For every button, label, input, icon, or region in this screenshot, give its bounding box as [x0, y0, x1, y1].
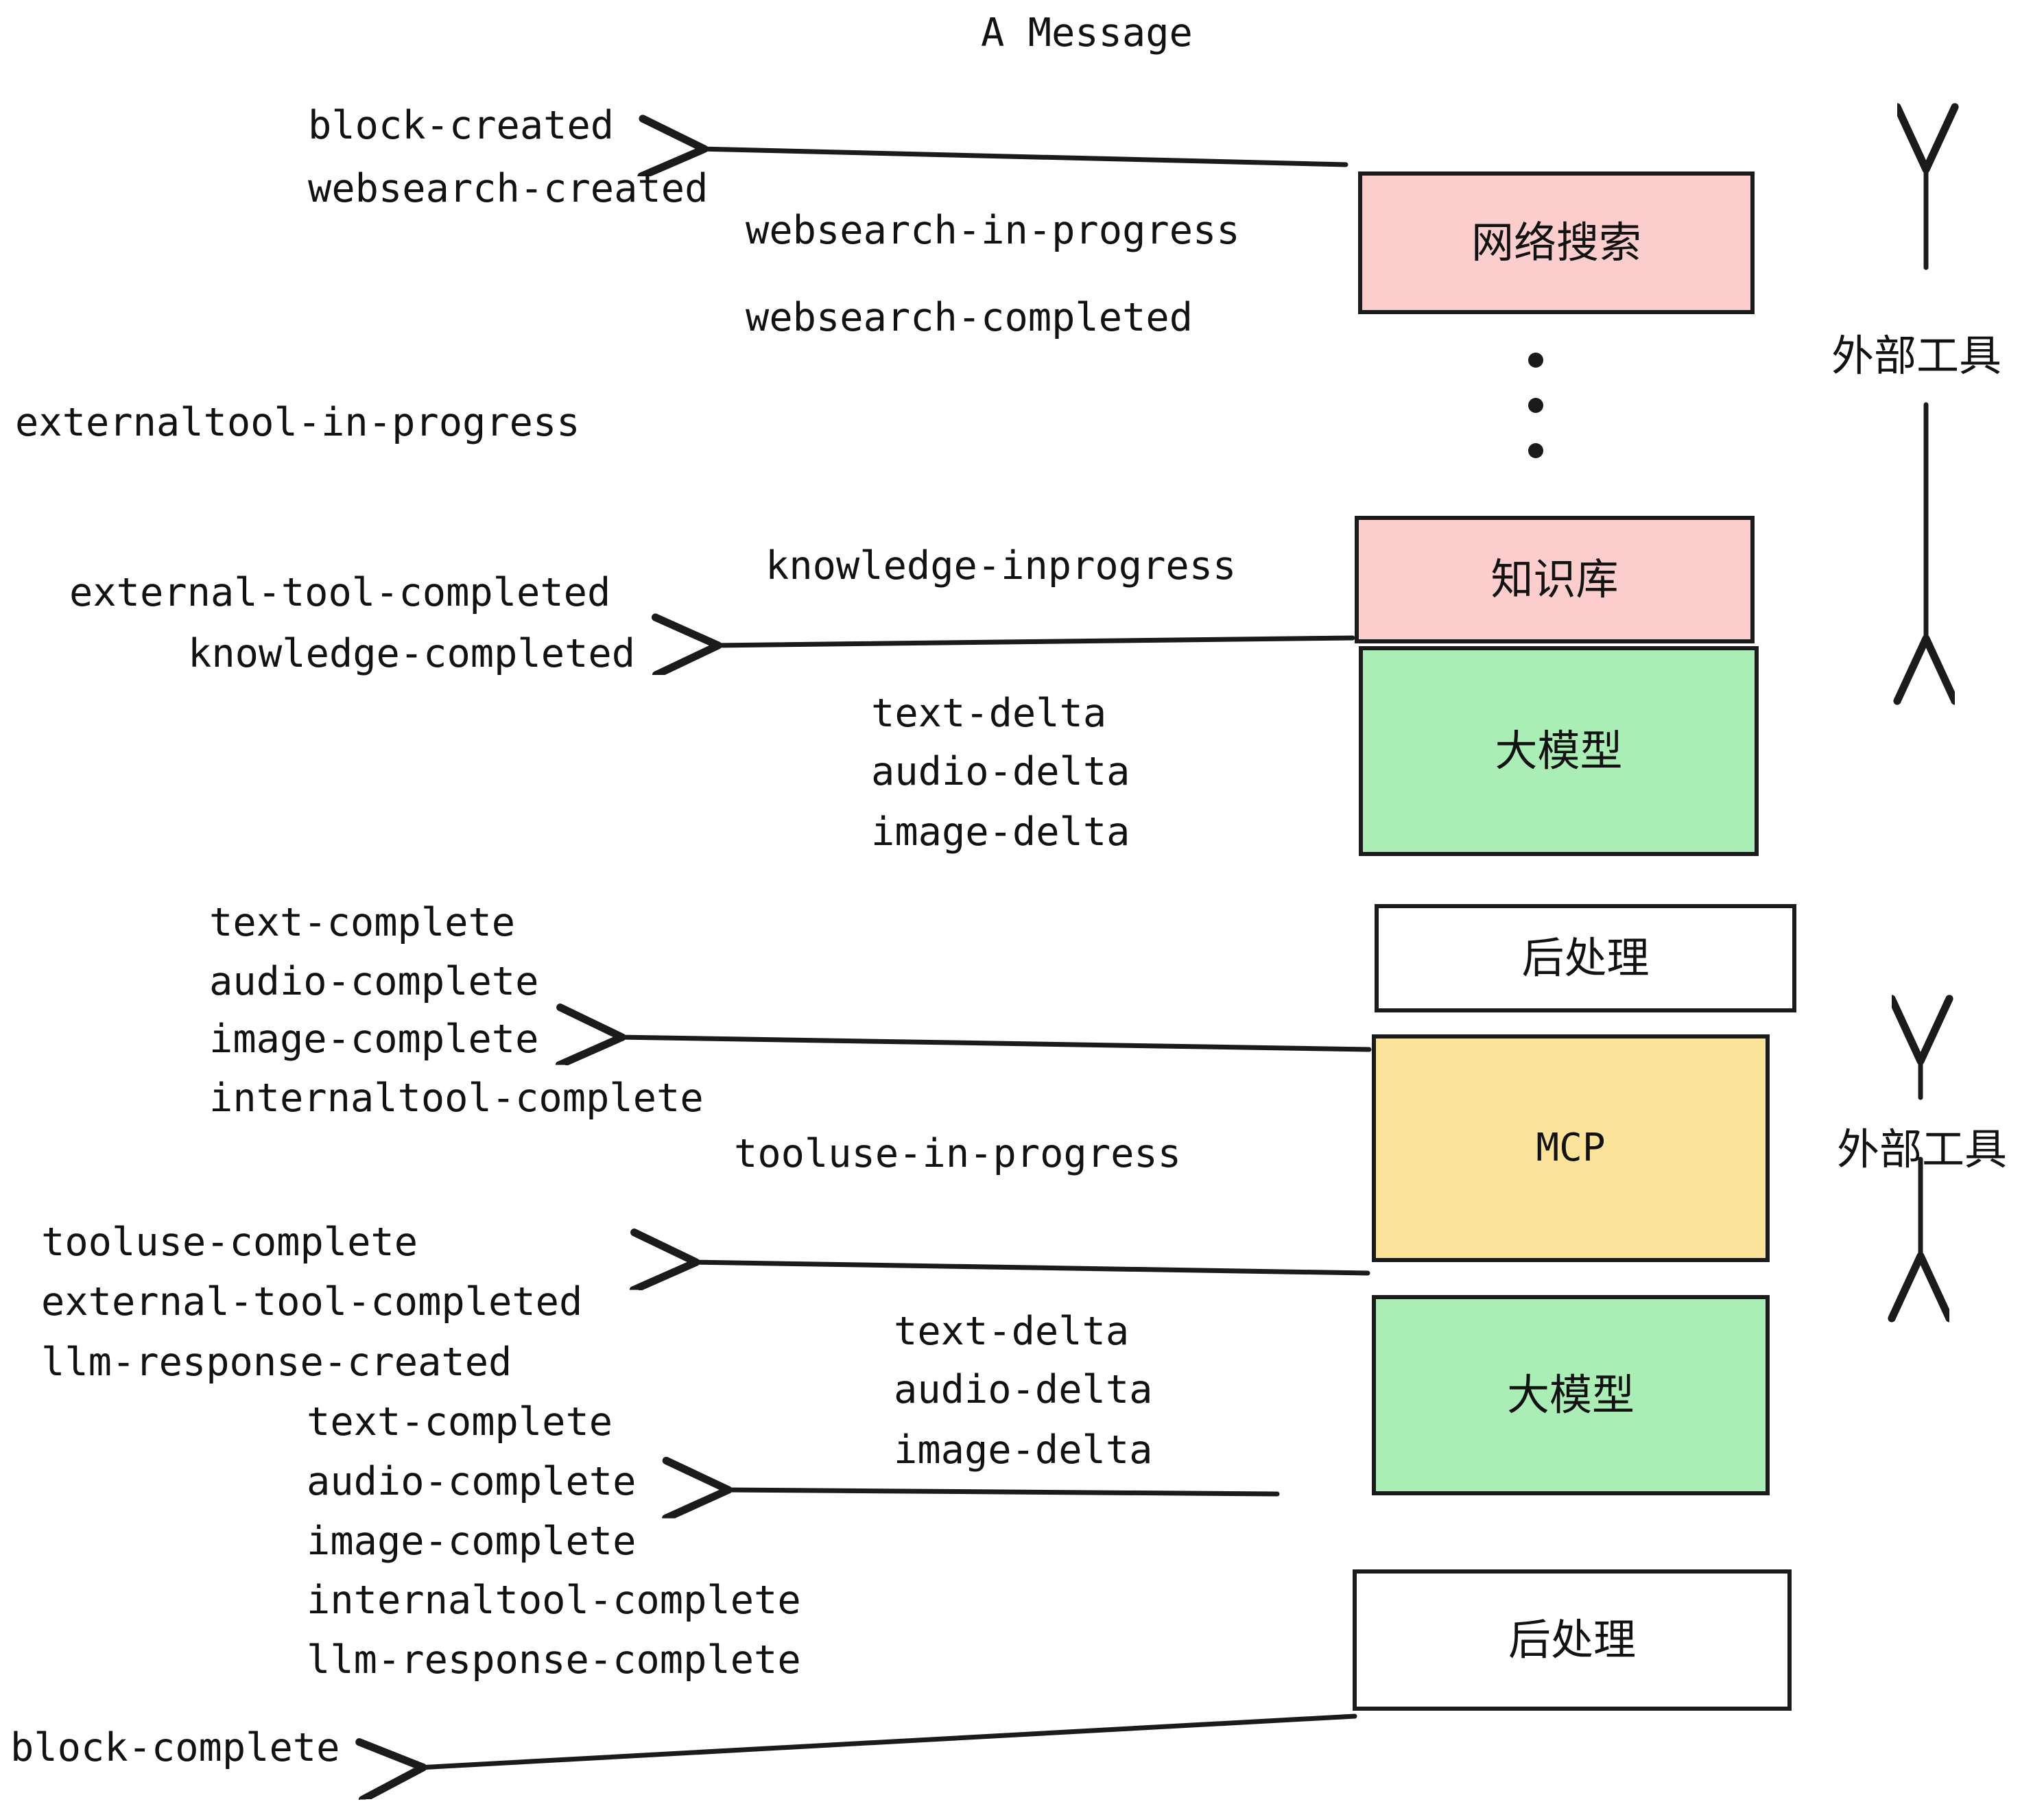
- event-label-websearch-completed: websearch-completed: [746, 295, 1193, 340]
- ellipsis-dot-icon: [1528, 353, 1543, 368]
- event-label-internaltool-complete-1: internaltool-complete: [209, 1076, 704, 1121]
- box-label: 后处理: [1521, 933, 1650, 983]
- event-label-tooluse-in-progress: tooluse-in-progress: [734, 1131, 1182, 1176]
- event-label-block-complete: block-complete: [10, 1725, 340, 1770]
- box-label: 知识库: [1490, 554, 1619, 604]
- arrow-knowledge-completed: [713, 638, 1355, 645]
- box-mcp: MCP: [1372, 1034, 1770, 1262]
- event-label-image-complete-2: image-complete: [307, 1519, 637, 1564]
- box-label: 后处理: [1508, 1615, 1636, 1665]
- event-label-websearch-in-progress: websearch-in-progress: [746, 208, 1240, 253]
- box-label: MCP: [1536, 1126, 1606, 1170]
- event-label-image-complete-1: image-complete: [209, 1017, 539, 1062]
- box-postprocess-bot: 后处理: [1353, 1569, 1792, 1711]
- page-title: A Message: [981, 10, 1193, 56]
- box-postprocess-top: 后处理: [1375, 904, 1796, 1012]
- event-label-tooluse-complete: tooluse-complete: [41, 1220, 418, 1265]
- event-label-externaltool-in-progress: externaltool-in-progress: [15, 400, 580, 445]
- event-label-audio-delta-1: audio-delta: [871, 749, 1130, 794]
- arrow-tooluse-complete: [691, 1262, 1370, 1273]
- box-label: 大模型: [1506, 1370, 1635, 1420]
- event-label-knowledge-completed: knowledge-completed: [188, 631, 636, 676]
- side-label-external-tools-bottom: 外部工具: [1837, 1124, 2008, 1174]
- event-label-knowledge-inprogress: knowledge-inprogress: [765, 543, 1237, 589]
- box-websearch: 网络搜索: [1358, 171, 1755, 314]
- box-label: 网络搜索: [1471, 217, 1641, 268]
- ellipsis-dot-icon: [1528, 398, 1543, 413]
- event-label-internaltool-complete-2: internaltool-complete: [307, 1578, 801, 1623]
- arrow-audio-complete: [724, 1490, 1280, 1494]
- event-label-llm-response-complete: llm-response-complete: [307, 1637, 801, 1683]
- event-label-audio-delta-2: audio-delta: [894, 1367, 1153, 1412]
- event-label-text-complete-1: text-complete: [209, 900, 516, 945]
- arrow-image-complete: [617, 1037, 1372, 1049]
- box-label: 大模型: [1495, 726, 1623, 776]
- event-label-text-delta-1: text-delta: [871, 691, 1107, 736]
- event-label-llm-response-created: llm-response-created: [41, 1340, 512, 1385]
- arrow-block-complete: [418, 1713, 1357, 1768]
- event-label-text-delta-2: text-delta: [894, 1309, 1130, 1354]
- event-label-external-tool-completed-1: external-tool-completed: [69, 570, 611, 615]
- side-label-external-tools-top: 外部工具: [1831, 331, 2002, 381]
- event-label-block-created: block-created: [308, 103, 615, 148]
- arrow-block-created: [700, 149, 1348, 165]
- box-llm-bottom: 大模型: [1372, 1295, 1770, 1495]
- event-label-audio-complete-2: audio-complete: [307, 1459, 637, 1504]
- event-label-image-delta-1: image-delta: [871, 809, 1130, 855]
- event-label-audio-complete-1: audio-complete: [209, 959, 539, 1004]
- event-label-text-complete-2: text-complete: [307, 1399, 613, 1445]
- event-label-external-tool-completed-2: external-tool-completed: [41, 1279, 583, 1325]
- ellipsis-dot-icon: [1528, 443, 1543, 458]
- box-llm-top: 大模型: [1359, 646, 1759, 856]
- event-label-websearch-created: websearch-created: [308, 166, 709, 211]
- box-knowledge: 知识库: [1355, 516, 1755, 643]
- event-label-image-delta-2: image-delta: [894, 1427, 1153, 1473]
